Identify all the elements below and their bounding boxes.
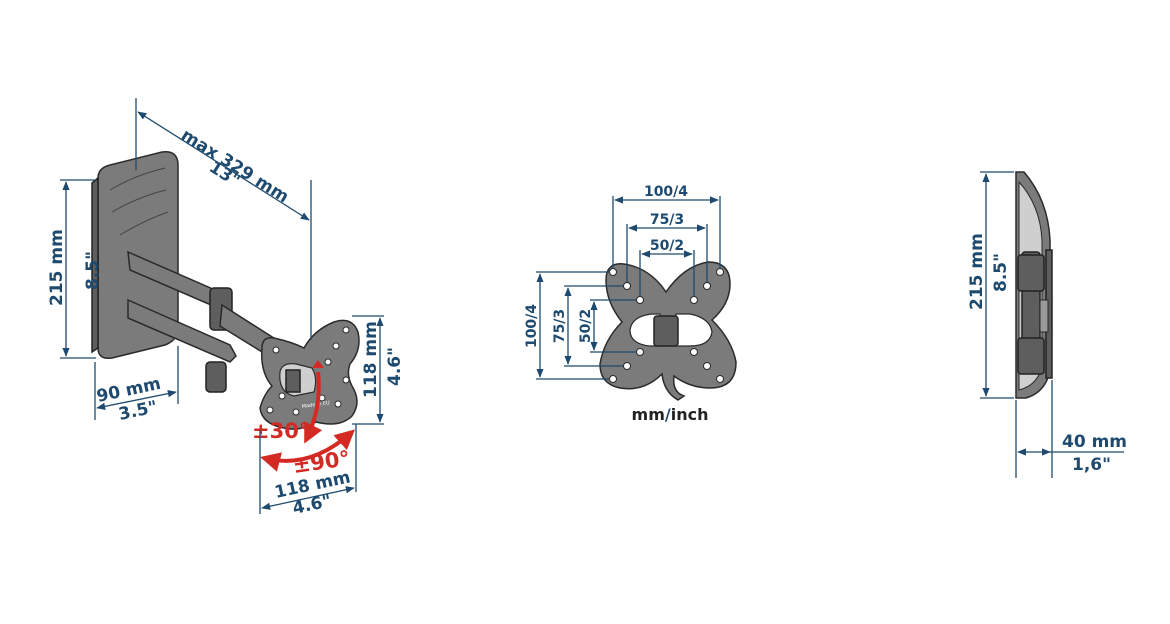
elbow-lower-joint xyxy=(205,361,227,393)
profile-hinge xyxy=(1039,299,1049,333)
hole-75-bl xyxy=(623,362,631,370)
hole-100-bl xyxy=(609,375,617,383)
tilt-arrow-top xyxy=(312,360,324,368)
hole-100-br xyxy=(716,375,724,383)
hole-75-tr xyxy=(703,282,711,290)
plate-w-dim-line xyxy=(261,486,355,510)
right-view-side-profile: 215 mm 8.5" 40 mm 1,6" xyxy=(967,171,1127,478)
vesa-h100-label: 100/4 xyxy=(644,184,688,200)
plate-bracket xyxy=(285,369,301,393)
profile-arm-cap-bottom xyxy=(1017,337,1045,375)
side-depth-mm-label: 40 mm xyxy=(1062,432,1127,452)
hole-50-br xyxy=(690,348,698,356)
vesa-h75-label: 75/3 xyxy=(650,212,684,228)
vesa-v100-label: 100/4 xyxy=(524,304,540,348)
arm-lower xyxy=(127,298,237,363)
reach-mm-label: max 329 mm xyxy=(177,125,292,207)
side-depth-in-label: 1,6" xyxy=(1072,455,1111,475)
vesa-v75-label: 75/3 xyxy=(552,309,568,343)
vesa-h50-label: 50/2 xyxy=(650,238,684,254)
vesa-v50-label: 50/2 xyxy=(578,309,594,343)
height-in-label: 8.5" xyxy=(83,251,103,290)
vesa-plate-slot-right xyxy=(675,313,713,347)
height-mm-label: 215 mm xyxy=(47,229,67,306)
reach-dim-line xyxy=(137,111,310,221)
center-view-vesa-plate: 100/4 75/3 50/2 100/4 75/3 50/2 mm/inch xyxy=(524,184,737,424)
hole-75-tl xyxy=(623,282,631,290)
hole-100-tl xyxy=(609,268,617,276)
units-caption: mm/inch xyxy=(632,405,709,424)
plate-h-mm-label: 118 mm xyxy=(361,321,381,398)
side-height-mm-label: 215 mm xyxy=(967,233,987,310)
swivel-arrow xyxy=(260,429,355,472)
hole-75-br xyxy=(703,362,711,370)
profile-arm-cap-top xyxy=(1017,254,1045,292)
left-view-swing-arm: Made in EU ±30° ±90° max 329 mm 13" 215 … xyxy=(47,98,405,519)
vesa-plate-hub xyxy=(653,315,679,347)
depth-dim-line xyxy=(96,390,177,410)
plate-h-in-label: 4.6" xyxy=(385,347,405,386)
hole-50-tl xyxy=(636,296,644,304)
hole-50-tr xyxy=(690,296,698,304)
hole-100-tr xyxy=(716,268,724,276)
side-height-in-label: 8.5" xyxy=(991,253,1011,292)
hole-50-bl xyxy=(636,348,644,356)
